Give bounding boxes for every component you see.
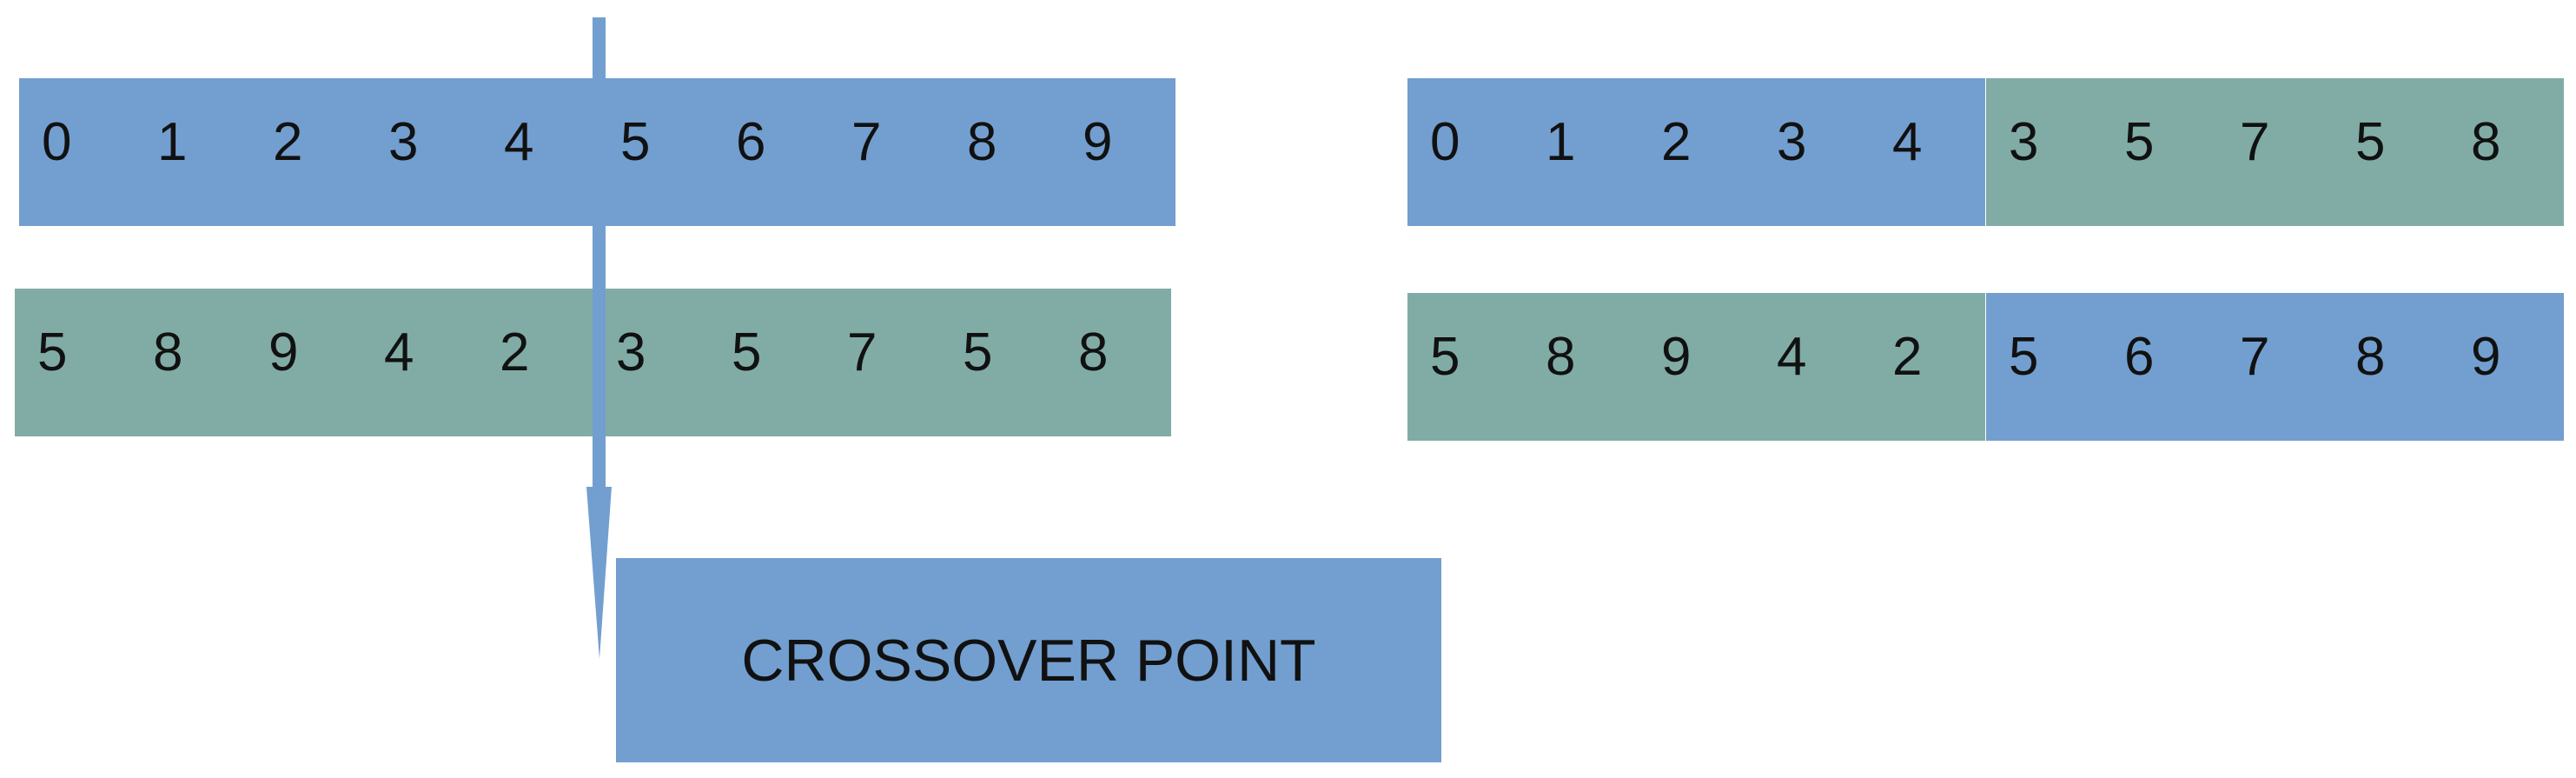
parent-a-gene-4: 4 xyxy=(481,78,597,226)
parent-b-gene-2: 9 xyxy=(246,289,361,436)
crossover-point-label: CROSSOVER POINT xyxy=(616,558,1441,762)
child-b-gene-0: 5 xyxy=(1407,293,1523,441)
child-a-gene-2: 2 xyxy=(1639,78,1754,226)
parent-b-gene-1: 8 xyxy=(130,289,246,436)
parent-b-gene-6: 5 xyxy=(709,289,824,436)
child-a-gene-9: 8 xyxy=(2448,78,2564,226)
child-b-gene-6: 6 xyxy=(2102,293,2217,441)
child-b-gene-4: 2 xyxy=(1870,293,1985,441)
parent-b-gene-7: 7 xyxy=(824,289,940,436)
parent-b-gene-4: 2 xyxy=(477,289,593,436)
parent-b-gene-8: 5 xyxy=(940,289,1056,436)
child-b-gene-5: 5 xyxy=(1986,293,2102,441)
parent-b-gene-0: 5 xyxy=(15,289,130,436)
child-a-gene-6: 5 xyxy=(2102,78,2217,226)
parent-a-gene-6: 6 xyxy=(713,78,829,226)
crossover-arrow-head xyxy=(586,487,612,659)
child-a-gene-7: 7 xyxy=(2217,78,2333,226)
parent-a-gene-9: 9 xyxy=(1060,78,1175,226)
parent-a-gene-0: 0 xyxy=(19,78,135,226)
parent-b-gene-3: 4 xyxy=(361,289,477,436)
child-b-gene-3: 4 xyxy=(1754,293,1870,441)
child-b-gene-9: 9 xyxy=(2448,293,2564,441)
parent-a-gene-2: 2 xyxy=(250,78,366,226)
child-a-gene-5: 3 xyxy=(1986,78,2102,226)
child-a-gene-0: 0 xyxy=(1407,78,1523,226)
child-a-gene-3: 3 xyxy=(1754,78,1870,226)
parent-a-gene-3: 3 xyxy=(366,78,481,226)
parent-a-gene-1: 1 xyxy=(135,78,250,226)
parent-a-gene-5: 5 xyxy=(598,78,713,226)
parent-b-gene-9: 8 xyxy=(1056,289,1171,436)
child-b-gene-7: 7 xyxy=(2217,293,2333,441)
child-b-gene-2: 9 xyxy=(1639,293,1754,441)
child-a-gene-4: 4 xyxy=(1870,78,1985,226)
child-a-gene-8: 5 xyxy=(2333,78,2448,226)
parent-b-gene-5: 3 xyxy=(593,289,709,436)
child-a-gene-1: 1 xyxy=(1523,78,1639,226)
child-b-gene-8: 8 xyxy=(2333,293,2448,441)
crossover-arrow-shaft xyxy=(593,17,606,487)
parent-a-gene-8: 8 xyxy=(944,78,1060,226)
parent-a-gene-7: 7 xyxy=(829,78,944,226)
child-b-gene-1: 8 xyxy=(1523,293,1639,441)
